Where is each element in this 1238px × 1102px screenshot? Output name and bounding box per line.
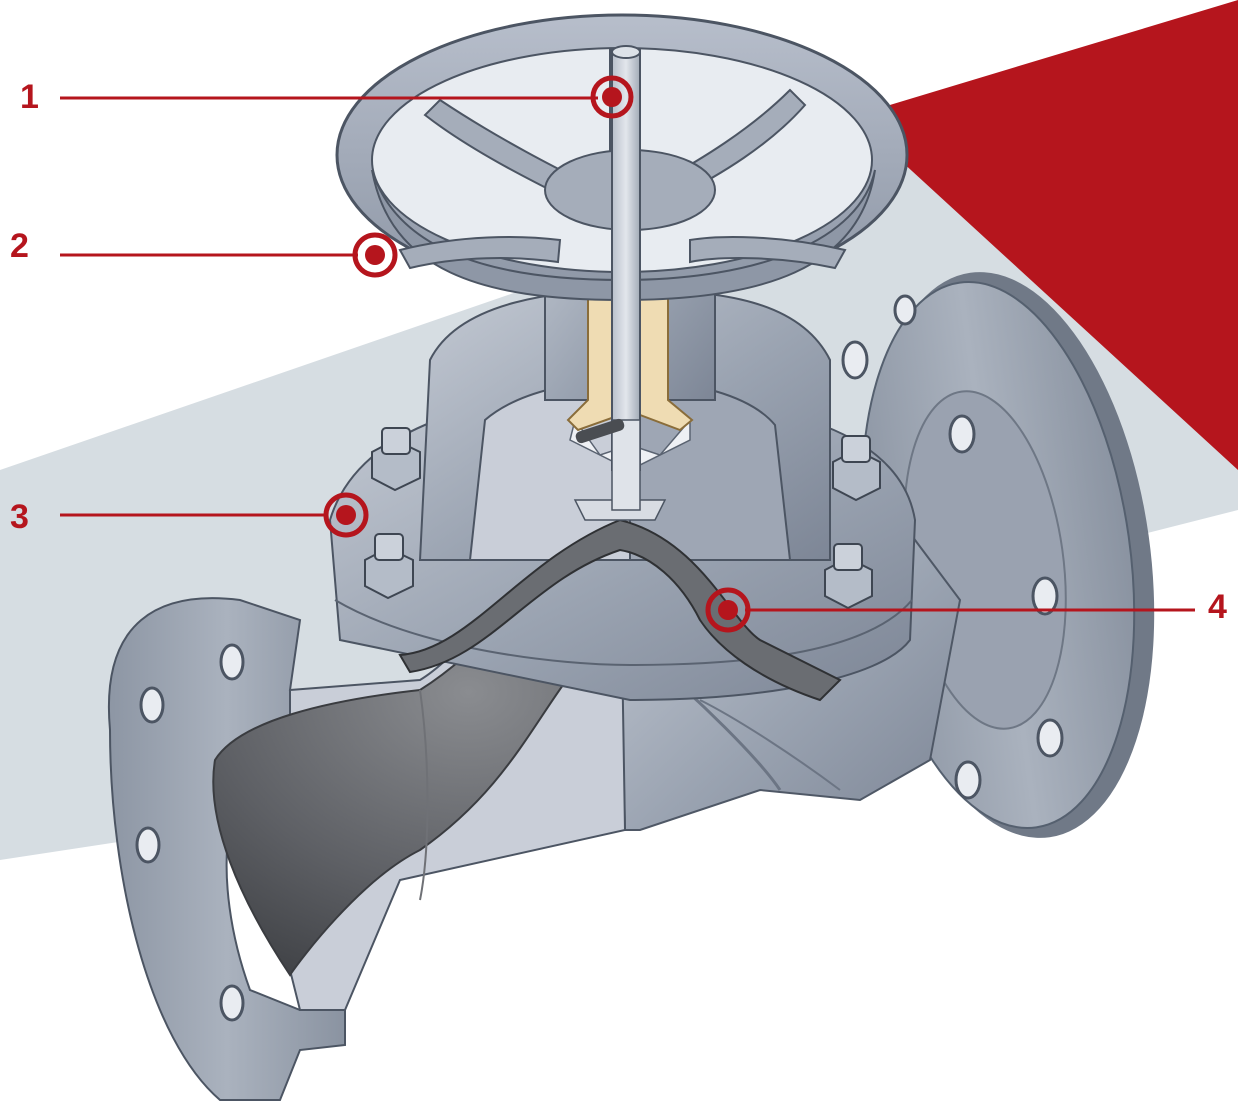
bonnet-bolts [364, 427, 881, 610]
callout-4 [705, 587, 1195, 633]
bolt [824, 543, 873, 610]
callout-number-4: 4 [1208, 588, 1227, 626]
bolt [364, 533, 414, 600]
callout-1 [60, 75, 634, 119]
handwheel-stem [575, 45, 641, 511]
bolt [371, 427, 421, 492]
callout-number-2: 2 [10, 227, 29, 265]
callout-2 [60, 232, 398, 278]
callout-3 [60, 492, 369, 538]
left-flange-bolt-holes [135, 643, 245, 1022]
callout-number-1: 1 [20, 78, 39, 116]
callout-number-3: 3 [10, 498, 29, 536]
flange-bolt-holes [841, 294, 1064, 800]
callouts [60, 75, 1195, 633]
bolt [832, 435, 881, 502]
